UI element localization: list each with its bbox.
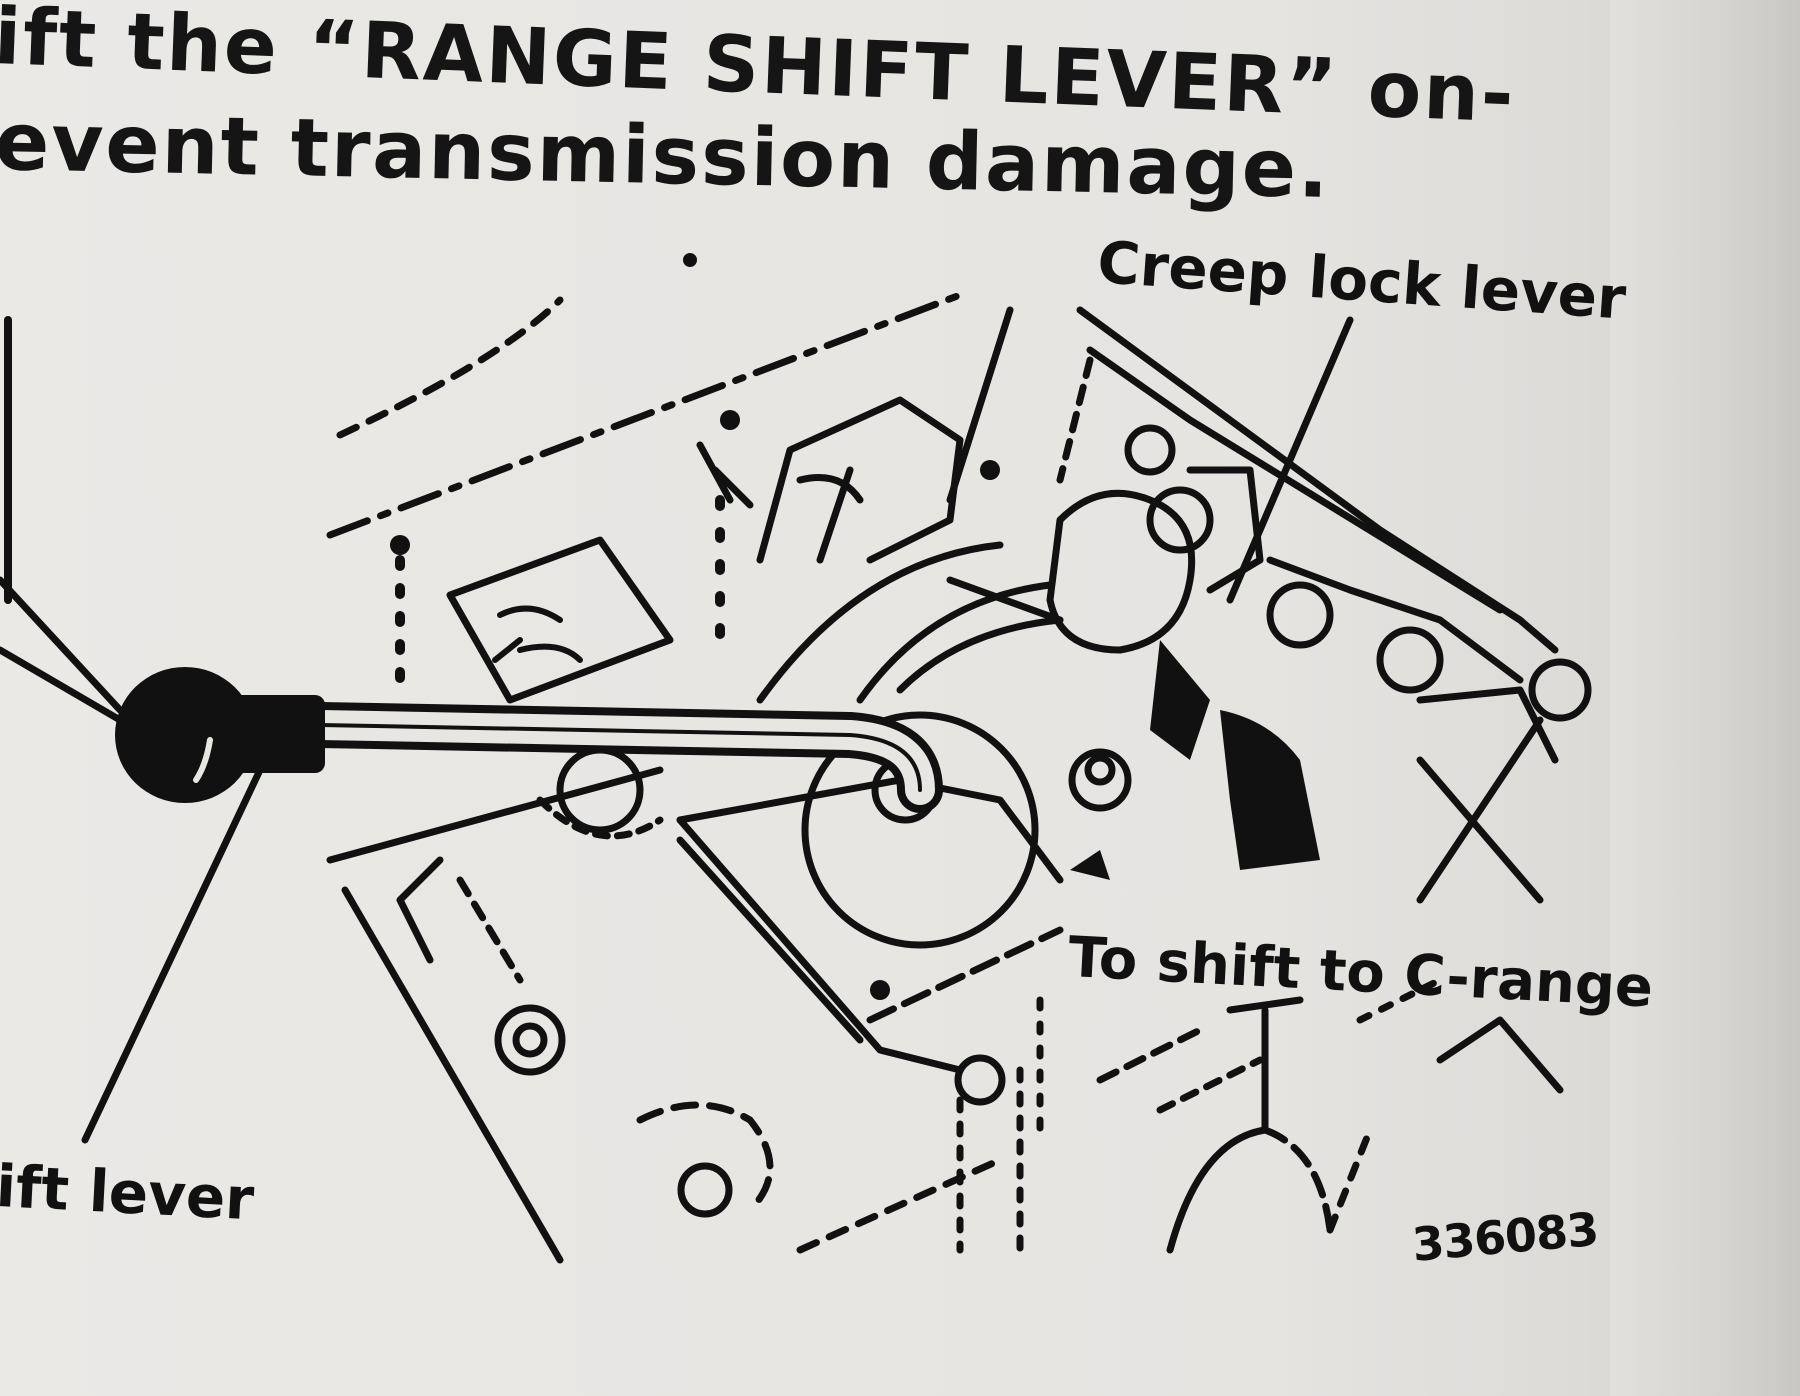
shift-lever-label: ift lever: [0, 1152, 256, 1234]
page-edge-shadow: [1610, 0, 1800, 1396]
